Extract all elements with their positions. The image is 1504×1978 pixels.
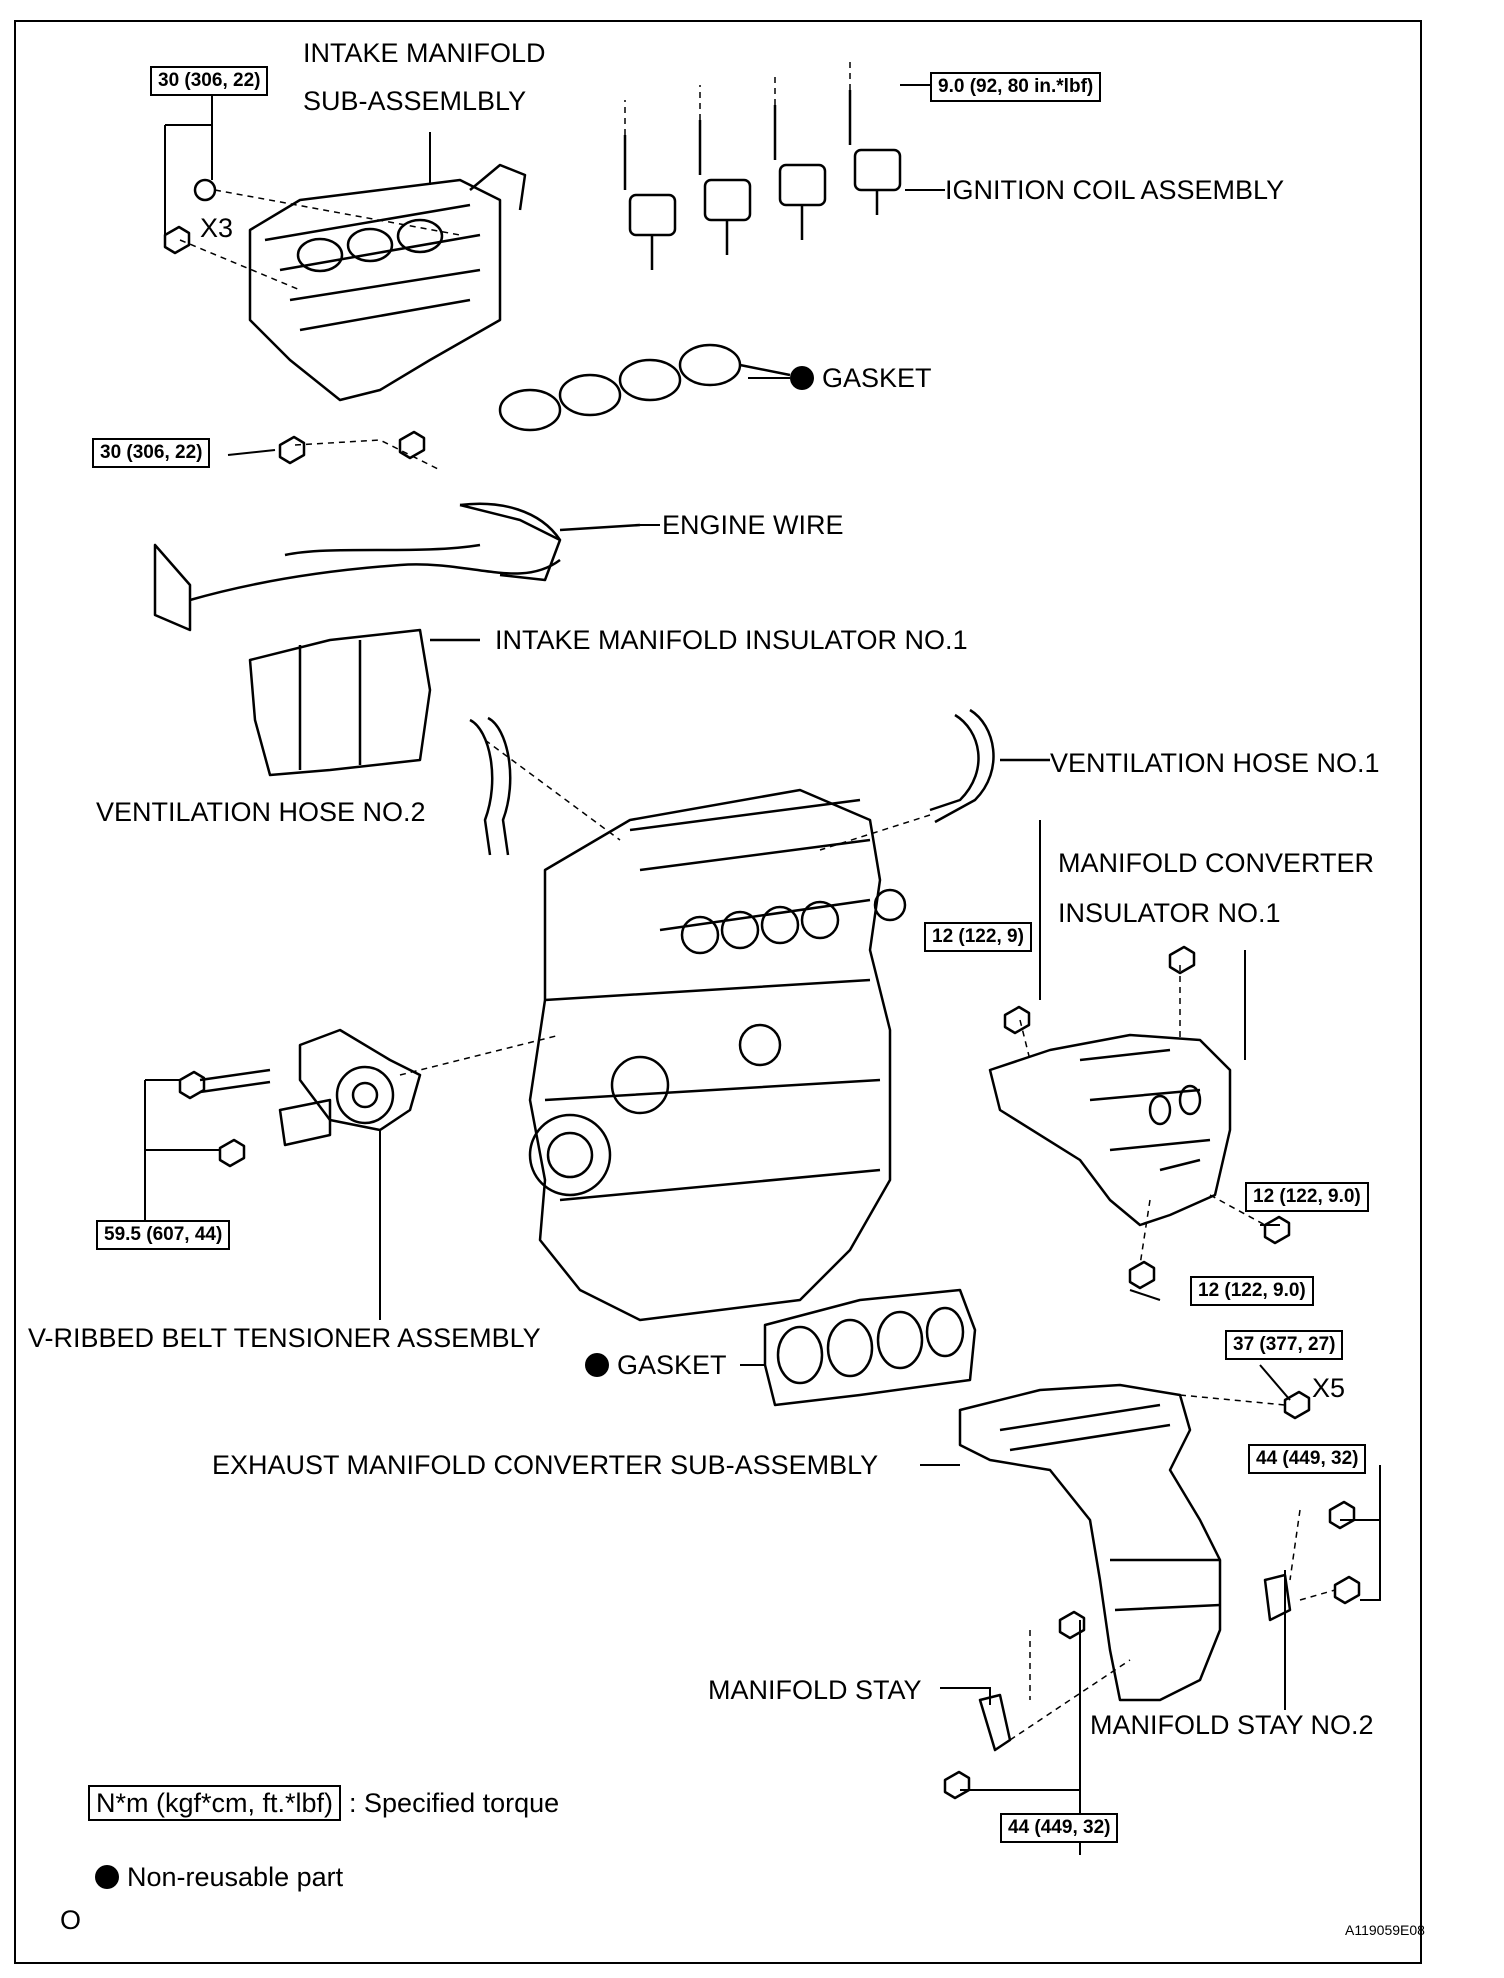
intake-manifold-drawing: [163, 163, 527, 465]
nonreusable-dot-icon: [95, 1865, 119, 1889]
torque-exhaust-nut: 37 (377, 27): [1225, 1330, 1344, 1360]
ignition-coils-drawing: [623, 90, 902, 270]
leader-lines: [144, 84, 1381, 1855]
legend-torque-box: N*m (kgf*cm, ft.*lbf): [88, 1785, 342, 1821]
footer-mark: O: [60, 1905, 82, 1935]
intake-gasket-drawing: [498, 343, 791, 432]
nonreusable-dot-icon: [790, 366, 814, 390]
label-converter-insulator-line1: MANIFOLD CONVERTER: [1058, 848, 1375, 878]
label-intake-manifold-line1: INTAKE MANIFOLD: [303, 38, 546, 68]
label-intake-insulator: INTAKE MANIFOLD INSULATOR NO.1: [495, 625, 968, 655]
dashed-alignment-lines: [179, 60, 1336, 1741]
label-converter-insulator-line2: INSULATOR NO.1: [1058, 898, 1281, 928]
torque-insulator-right: 12 (122, 9.0): [1245, 1182, 1369, 1212]
label-intake-manifold-line2: SUB-ASSEMLBLY: [303, 86, 527, 116]
label-x5: X5: [1312, 1373, 1346, 1403]
converter-insulator-drawing: [988, 945, 1291, 1290]
torque-insulator-top: 12 (122, 9): [924, 922, 1032, 952]
torque-tensioner: 59.5 (607, 44): [96, 1220, 231, 1250]
label-vent-hose-2: VENTILATION HOSE NO.2: [96, 797, 426, 827]
label-manifold-stay-2: MANIFOLD STAY NO.2: [1090, 1710, 1374, 1740]
torque-intake-bottom: 30 (306, 22): [92, 438, 211, 468]
figure-frame: [14, 20, 1422, 1964]
legend-torque: N*m (kgf*cm, ft.*lbf): Specified torque: [88, 1785, 559, 1821]
legend-nonreusable: Non-reusable part: [95, 1862, 343, 1892]
torque-ignition-coil: 9.0 (92, 80 in.*lbf): [930, 72, 1102, 102]
torque-stay: 44 (449, 32): [1000, 1813, 1119, 1843]
label-vent-hose-1: VENTILATION HOSE NO.1: [1050, 748, 1380, 778]
belt-tensioner-drawing: [178, 1028, 422, 1168]
label-gasket-top: GASKET: [790, 363, 932, 393]
ventilation-hoses-drawing: [469, 708, 1050, 856]
intake-insulator-drawing: [248, 628, 480, 777]
label-manifold-stay: MANIFOLD STAY: [708, 1675, 922, 1705]
label-engine-wire: ENGINE WIRE: [662, 510, 844, 540]
label-exhaust-manifold: EXHAUST MANIFOLD CONVERTER SUB-ASSEMBLY: [212, 1450, 879, 1480]
exhaust-gasket-drawing: [763, 1288, 977, 1407]
label-ignition-coil: IGNITION COIL ASSEMBLY: [945, 175, 1285, 205]
label-x3: X3: [200, 213, 234, 243]
torque-insulator-bottom: 12 (122, 9.0): [1190, 1276, 1314, 1306]
torque-stay-2: 44 (449, 32): [1248, 1444, 1367, 1474]
engine-wire-drawing: [153, 502, 641, 632]
figure-code: A119059E08: [1345, 1922, 1425, 1938]
nonreusable-dot-icon: [585, 1353, 609, 1377]
label-gasket-bottom: GASKET: [585, 1350, 727, 1380]
label-belt-tensioner: V-RIBBED BELT TENSIONER ASSEMBLY: [28, 1323, 541, 1353]
torque-intake-top: 30 (306, 22): [150, 66, 269, 96]
engine-block-drawing: [528, 788, 907, 1322]
